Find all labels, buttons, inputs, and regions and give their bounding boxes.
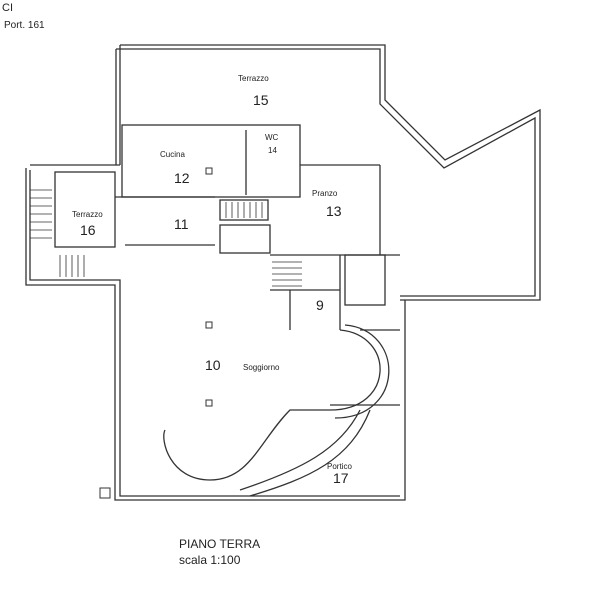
outer-walls [25,44,541,501]
curved-walls [163,324,390,497]
room-17-number: 17 [333,470,349,486]
room-14-number: 14 [268,146,277,155]
columns [99,167,213,499]
room-10-name: Soggiorno [243,363,280,372]
room-15-number: 15 [253,92,269,108]
room-9-number: 9 [316,297,324,313]
room-11-number: 11 [174,216,189,232]
room-16-name: Terrazzo [72,210,103,219]
stairs [30,189,302,287]
header-line1: CI [2,2,13,14]
header-line2: Port. 161 [4,20,45,31]
room-15-name: Terrazzo [238,74,269,83]
room-17-name: Portico [327,462,352,471]
room-13-number: 13 [326,203,342,219]
room-10-number: 10 [205,357,221,373]
room-16-number: 16 [80,222,96,238]
room-13-name: Pranzo [312,189,338,198]
room-14-name: WC [265,133,279,142]
interior-walls [54,124,400,406]
room-12-number: 12 [174,170,190,186]
plan-title: PIANO TERRA [179,537,261,551]
room-12-name: Cucina [160,150,185,159]
plan-scale: scala 1:100 [179,553,241,567]
